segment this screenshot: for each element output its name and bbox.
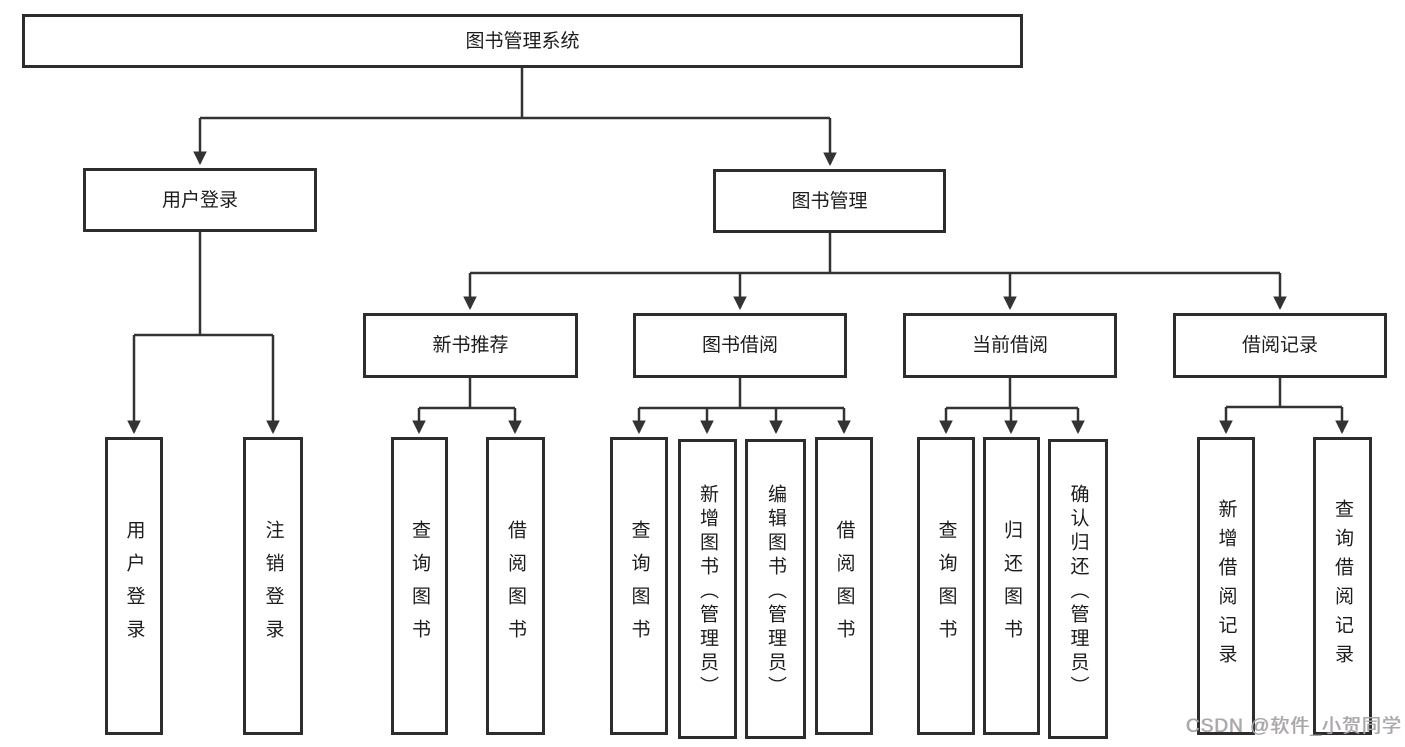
leaf-br-search-record: 查询借阅记录 <box>1313 437 1372 735</box>
leaf-bb-search-books-label: 查询图书 <box>628 520 650 652</box>
node-borrowing-records-label: 借阅记录 <box>1241 335 1318 356</box>
leaf-cb-confirm-return-label: 确认归还（管理员） <box>1067 484 1089 700</box>
node-user-login-label: 用户登录 <box>161 189 238 211</box>
node-new-book-recommendation-label: 新书推荐 <box>432 335 509 356</box>
leaf-bb-add-books: 新增图书（管理员） <box>678 439 737 739</box>
leaf-user-login-label: 用户登录 <box>123 520 145 652</box>
leaf-bb-borrow-books-label: 借阅图书 <box>833 520 855 652</box>
leaf-cb-search-books: 查询图书 <box>917 437 975 735</box>
node-current-borrowing: 当前借阅 <box>903 313 1117 378</box>
leaf-bb-search-books: 查询图书 <box>610 437 668 735</box>
node-book-management: 图书管理 <box>713 169 946 233</box>
leaf-bb-edit-books: 编辑图书（管理员） <box>745 439 806 739</box>
leaf-logout: 注销登录 <box>243 437 303 735</box>
leaf-br-search-record-label: 查询借阅记录 <box>1332 499 1353 673</box>
leaf-bb-edit-books-label: 编辑图书（管理员） <box>765 484 786 700</box>
leaf-cb-confirm-return: 确认归还（管理员） <box>1048 439 1108 739</box>
node-user-login: 用户登录 <box>83 168 317 232</box>
node-book-management-label: 图书管理 <box>791 190 868 212</box>
leaf-br-add-record: 新增借阅记录 <box>1197 437 1255 735</box>
leaf-bb-borrow-books: 借阅图书 <box>815 437 873 735</box>
leaf-cb-search-books-label: 查询图书 <box>935 520 957 652</box>
leaf-nbr-search-books-label: 查询图书 <box>409 520 430 652</box>
node-root: 图书管理系统 <box>22 14 1023 68</box>
node-root-label: 图书管理系统 <box>465 30 580 52</box>
node-book-borrowing: 图书借阅 <box>633 313 847 378</box>
leaf-br-add-record-label: 新增借阅记录 <box>1215 499 1237 673</box>
leaf-logout-label: 注销登录 <box>262 520 284 652</box>
node-book-borrowing-label: 图书借阅 <box>701 335 778 356</box>
csdn-watermark: CSDN @软件_小贺同学 <box>1186 716 1402 737</box>
leaf-cb-return-books: 归还图书 <box>983 437 1040 735</box>
leaf-bb-add-books-label: 新增图书（管理员） <box>697 484 718 700</box>
leaf-nbr-search-books: 查询图书 <box>391 437 448 735</box>
leaf-user-login: 用户登录 <box>105 437 163 735</box>
node-borrowing-records: 借阅记录 <box>1173 313 1387 378</box>
node-current-borrowing-label: 当前借阅 <box>971 335 1048 356</box>
leaf-nbr-borrow-books: 借阅图书 <box>486 437 545 735</box>
node-new-book-recommendation: 新书推荐 <box>363 313 578 378</box>
leaf-nbr-borrow-books-label: 借阅图书 <box>505 520 526 652</box>
leaf-cb-return-books-label: 归还图书 <box>1001 520 1022 652</box>
